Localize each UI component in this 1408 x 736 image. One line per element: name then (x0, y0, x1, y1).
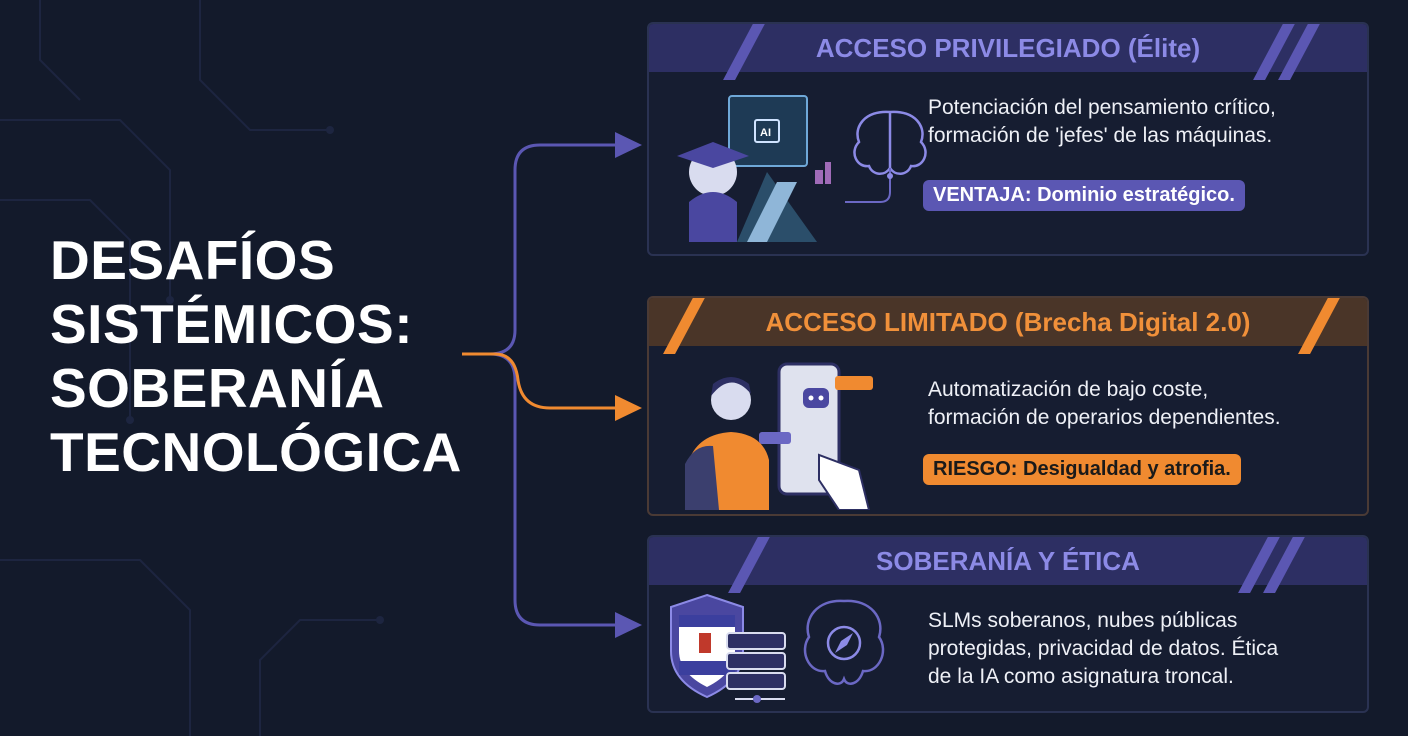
advantage-badge: VENTAJA: Dominio estratégico. (923, 180, 1245, 211)
stripe-decoration (723, 24, 767, 80)
card-privileged-access: ACCESO PRIVILEGIADO (Élite) AI Potenciac… (647, 22, 1369, 256)
title-line: SISTÉMICOS: (50, 293, 414, 355)
arrow-bottom-icon (615, 612, 642, 638)
card-description: SLMs soberanos, nubes públicas protegida… (928, 607, 1278, 691)
risk-badge: RIESGO: Desigualdad y atrofia. (923, 454, 1241, 485)
stripe-decoration (663, 298, 707, 354)
card-title: ACCESO LIMITADO (Brecha Digital 2.0) (765, 306, 1251, 337)
description-line: formación de operarios dependientes. (928, 406, 1281, 429)
card-sovereignty-ethics: SOBERANÍA Y ÉTICA SLMs soberanos, nubes … (647, 535, 1369, 713)
description-line: SLMs soberanos, nubes públicas (928, 609, 1238, 632)
card-header: ACCESO PRIVILEGIADO (Élite) (649, 24, 1367, 80)
brain-compass-icon (803, 599, 885, 685)
card-title: SOBERANÍA Y ÉTICA (876, 545, 1140, 576)
card-description: Potenciación del pensamiento crítico, fo… (928, 94, 1276, 150)
svg-text:AI: AI (760, 127, 771, 139)
title-line: SOBERANÍA (50, 357, 385, 419)
description-line: formación de 'jefes' de las máquinas. (928, 124, 1273, 147)
description-line: Potenciación del pensamiento crítico, (928, 96, 1276, 119)
card-header: ACCESO LIMITADO (Brecha Digital 2.0) (649, 298, 1367, 354)
student-smartphone-chatbot-icon (685, 362, 873, 510)
description-line: Automatización de bajo coste, (928, 378, 1209, 401)
card-description: Automatización de bajo coste, formación … (928, 376, 1281, 432)
main-title: DESAFÍOS SISTÉMICOS: SOBERANÍA TECNOLÓGI… (50, 228, 462, 484)
title-line: TECNOLÓGICA (50, 421, 462, 483)
stripe-decoration (728, 537, 772, 593)
card-header: SOBERANÍA Y ÉTICA (649, 537, 1367, 593)
connector-middle (462, 352, 620, 410)
description-line: de la IA como asignatura troncal. (928, 665, 1234, 688)
graduate-laptop-icon: AI (677, 95, 831, 242)
arrow-top-icon (615, 132, 642, 158)
connector-bottom (489, 352, 620, 627)
description-line: protegidas, privacidad de datos. Ética (928, 637, 1279, 660)
title-line: DESAFÍOS (50, 229, 336, 291)
brain-icon (845, 110, 927, 203)
card-limited-access: ACCESO LIMITADO (Brecha Digital 2.0) Aut… (647, 296, 1369, 516)
shield-flag-server-icon (670, 593, 786, 703)
connector-top (489, 143, 620, 356)
arrow-middle-icon (615, 395, 642, 421)
card-title: ACCESO PRIVILEGIADO (Élite) (815, 32, 1201, 63)
stripe-decoration (1298, 298, 1342, 354)
